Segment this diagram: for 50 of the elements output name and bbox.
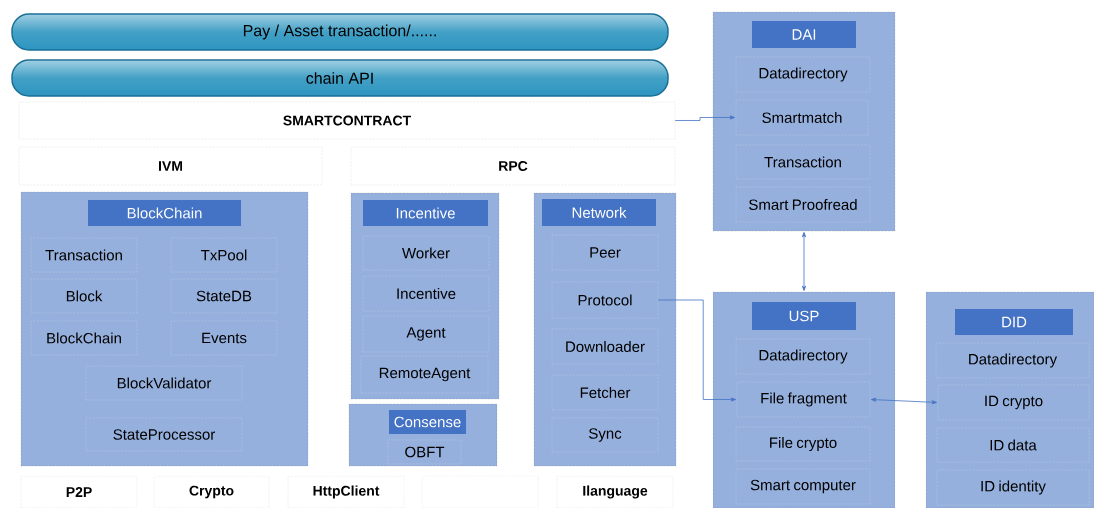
arrow [871, 397, 937, 405]
arrow [674, 115, 735, 121]
component-box: ID crypto [937, 384, 1090, 421]
panel-heading: DID [955, 309, 1073, 335]
panel-heading: Consense [389, 410, 466, 434]
component-box: StateDB [170, 278, 278, 314]
component-box: Fetcher [551, 374, 659, 411]
component-box: Downloader [551, 328, 659, 365]
component-box: BlockChain [30, 320, 138, 356]
layer-box: SMARTCONTRACT [18, 101, 676, 140]
api-band: Pay / Asset transaction/...... [11, 13, 669, 51]
api-band: chain API [11, 59, 669, 97]
component-box: ID identity [936, 469, 1090, 506]
component-box: Transaction [735, 144, 871, 180]
component-box: OBFT [387, 439, 462, 465]
component-box: File crypto [735, 426, 871, 462]
component-box: Agent [362, 315, 490, 353]
component-box: Datadirectory [735, 338, 871, 375]
component-box: Datadirectory [935, 342, 1090, 379]
layer-box: RPC [350, 146, 676, 186]
component-box: Transaction [30, 237, 138, 273]
component-box: Block [30, 278, 138, 314]
component-box: Smart Proofread [735, 186, 871, 223]
panel-heading: USP [752, 302, 856, 330]
panel-heading: DAI [752, 21, 856, 48]
component-box: RemoteAgent [360, 355, 489, 394]
layer-box: Crypto [153, 475, 270, 508]
layer-box: HttpClient [287, 475, 405, 508]
component-box: TxPool [170, 237, 278, 273]
component-box: Peer [551, 234, 659, 271]
component-box: Smartmatch [735, 99, 869, 136]
component-box: Protocol [551, 281, 659, 319]
component-box: BlockValidator [85, 365, 243, 401]
layer-box: Ilanguage [556, 475, 674, 508]
layer-box: IVM [18, 146, 323, 186]
component-box: Worker [362, 235, 490, 271]
component-box: Incentive [362, 275, 490, 312]
panel-heading: BlockChain [88, 200, 241, 226]
layer-box: P2P [20, 475, 138, 508]
component-box: ID data [936, 427, 1090, 463]
component-box: File fragment [736, 381, 871, 418]
panel-heading: Incentive [363, 200, 488, 226]
component-box: Datadirectory [735, 56, 871, 93]
component-box: Sync [551, 417, 659, 453]
arrow [657, 299, 736, 402]
component-box: Events [170, 320, 278, 356]
panel-heading: Network [542, 199, 656, 226]
component-box: Smart computer [735, 468, 871, 505]
arrow [802, 232, 806, 291]
component-box: StateProcessor [85, 417, 243, 452]
